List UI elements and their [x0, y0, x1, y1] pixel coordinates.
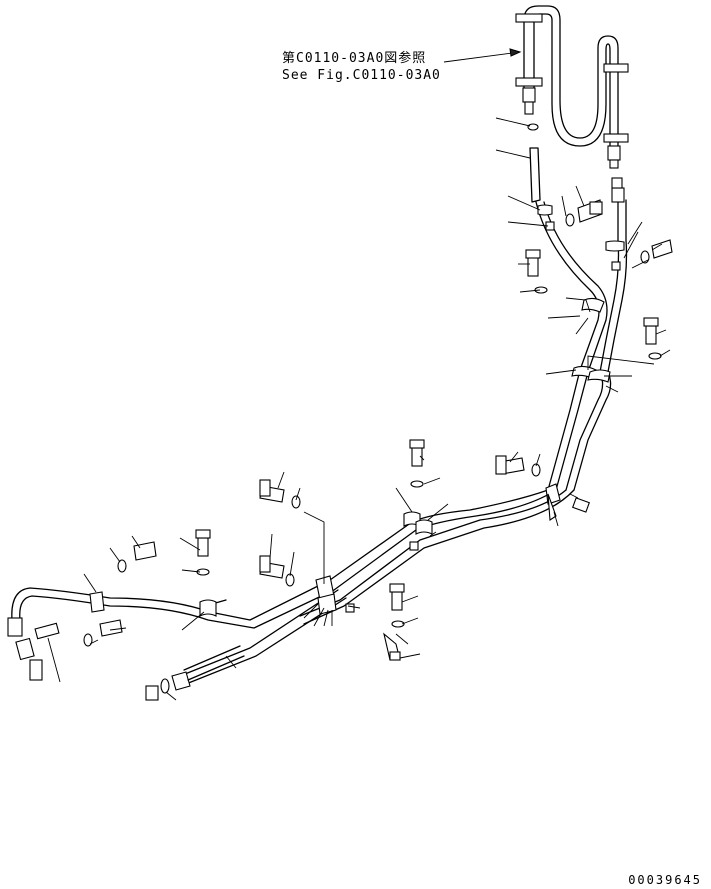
main-hose-run [11, 483, 575, 685]
upper-tube-assembly [515, 5, 629, 169]
drawing-number: 00039645 [628, 873, 702, 887]
right-fasteners [495, 199, 673, 513]
left-end-fittings [7, 617, 245, 701]
reference-label-en: See Fig.C0110-03A0 [282, 68, 441, 83]
leader-lines [47, 117, 671, 701]
middle-fasteners [117, 439, 425, 661]
reference-leader [443, 51, 521, 63]
right-hoses [527, 123, 628, 491]
reference-label-jp: 第C0110-03A0図参照 [282, 51, 427, 66]
